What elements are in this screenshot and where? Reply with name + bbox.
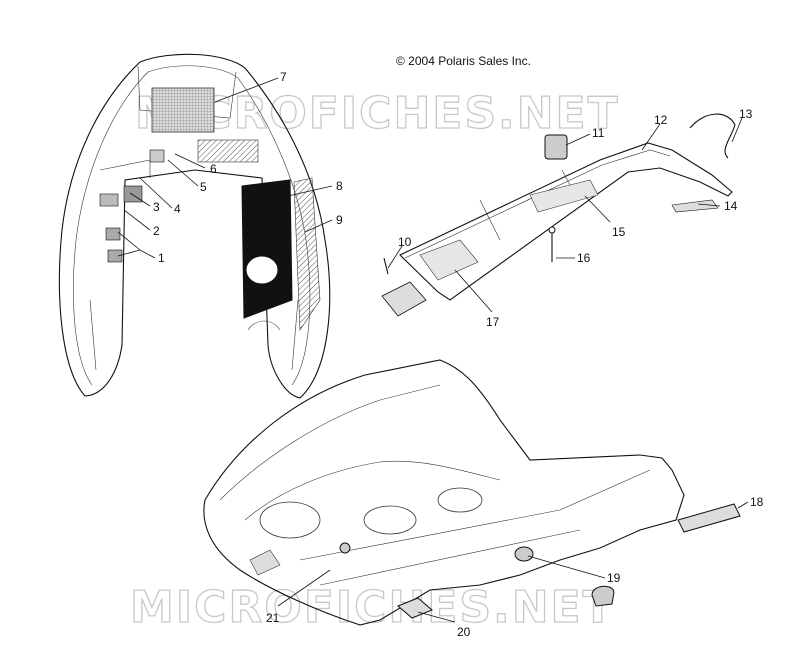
part-18-shape xyxy=(677,503,741,533)
part-20-shape xyxy=(397,597,433,619)
cover-bracket-drawing xyxy=(381,113,736,317)
part-19-shape xyxy=(591,585,615,607)
callout-21: 21 xyxy=(266,611,280,625)
callout-20: 20 xyxy=(457,625,471,639)
callout-12: 12 xyxy=(654,113,668,127)
watermark-bottom: MICROFICHES.NET xyxy=(130,582,615,633)
callout-labels: 1 2 3 4 5 6 7 8 9 10 11 12 13 14 15 16 1… xyxy=(153,70,764,639)
callout-8: 8 xyxy=(336,179,343,193)
callout-3: 3 xyxy=(153,200,160,214)
callout-11: 11 xyxy=(592,126,605,140)
callout-13: 13 xyxy=(739,107,753,121)
callout-2: 2 xyxy=(153,224,160,238)
callout-19: 19 xyxy=(607,571,621,585)
callout-7: 7 xyxy=(280,70,287,84)
leader-lines xyxy=(117,77,749,623)
callout-10: 10 xyxy=(398,235,412,249)
hood-interior-drawing xyxy=(58,53,331,399)
callout-15: 15 xyxy=(612,225,626,239)
callout-9: 9 xyxy=(336,213,343,227)
callout-16: 16 xyxy=(577,251,591,265)
callout-1: 1 xyxy=(158,251,165,265)
callout-4: 4 xyxy=(174,202,181,216)
callout-18: 18 xyxy=(750,495,764,509)
watermark-top: MICROFICHES.NET xyxy=(135,88,620,139)
callout-17: 17 xyxy=(486,315,500,329)
callout-14: 14 xyxy=(724,199,738,213)
callout-6: 6 xyxy=(210,162,217,176)
copyright-text: © 2004 Polaris Sales Inc. xyxy=(396,54,531,68)
callout-5: 5 xyxy=(200,180,207,194)
hood-exterior-drawing xyxy=(203,359,685,626)
